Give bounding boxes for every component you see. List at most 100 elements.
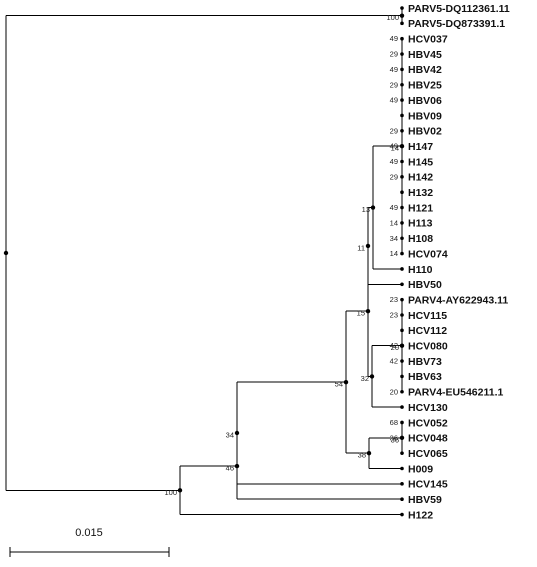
leaf-label: PARV5-DQ873391.1 [408,18,505,30]
support-value: 42 [390,341,398,350]
leaf-label: H147 [408,141,433,153]
tree-support-values: 1001004634541511131449294929492949492949… [164,13,399,497]
support-value: 49 [390,157,398,166]
support-value: 38 [358,451,366,460]
leaf-label: H132 [408,187,433,199]
leaf-node [400,98,404,102]
leaf-node [400,205,404,210]
leaf-node [400,343,404,348]
leaf-node [400,190,404,194]
leaf-label: HCV130 [408,402,448,414]
leaf-node [400,159,404,164]
leaf-label: HBV59 [408,494,442,506]
leaf-label: H110 [408,264,433,276]
leaf-node [400,282,404,287]
leaf-node [400,482,404,486]
leaf-node [400,497,404,502]
leaf-label: HCV145 [408,479,448,491]
leaf-node [400,297,404,302]
support-value: 20 [391,343,399,352]
support-value: 32 [361,374,369,383]
leaf-node [400,67,404,72]
leaf-node [400,466,404,471]
internal-node [370,205,376,210]
leaf-label: HBV02 [408,126,442,138]
leaf-label: PARV4-EU546211.1 [408,387,504,399]
internal-node [369,374,375,379]
leaf-label: H113 [408,218,433,230]
leaf-label: HCV115 [408,310,447,322]
support-value: 49 [390,65,398,74]
leaf-label: HBV73 [408,356,442,368]
leaf-label: HCV037 [408,34,448,46]
internal-node [177,488,183,493]
leaf-node [400,313,404,317]
support-value: 13 [362,205,370,214]
leaf-node [400,374,404,379]
internal-node [234,463,240,469]
support-value: 11 [357,243,365,252]
leaf-label: HBV09 [408,110,442,122]
scale-bar-label: 0.015 [75,527,103,539]
leaf-node [400,451,404,455]
leaf-node [400,175,404,179]
leaf-label: H145 [408,156,433,168]
support-value: 15 [357,309,365,318]
leaf-node [400,221,404,225]
leaf-node [400,144,404,148]
tree-nodes [3,6,405,517]
leaf-node [400,21,404,26]
tree-branches [5,8,403,516]
leaf-label: H121 [408,202,433,214]
leaf-label: HBV42 [408,64,442,76]
leaf-label: HBV45 [408,49,442,61]
leaf-label: PARV5-DQ112361.11 [408,3,510,15]
support-value: 34 [226,431,234,440]
support-value: 29 [390,50,398,59]
leaf-label: HBV50 [408,279,442,291]
support-value: 20 [390,387,398,396]
leaf-label: HBV25 [408,80,442,92]
support-value: 14 [391,144,399,153]
leaf-node [400,420,404,425]
support-value: 49 [390,34,398,43]
scale-bar: 0.015 [9,527,170,557]
support-value: 49 [390,96,398,105]
support-value: 42 [390,357,398,366]
leaf-node [400,52,404,56]
support-value: 29 [390,80,398,89]
support-value: 29 [390,126,398,135]
leaf-node [400,113,404,118]
support-value: 34 [390,234,398,243]
support-value: 46 [226,464,234,473]
support-value: 36 [390,433,398,442]
leaf-label: H122 [408,509,433,521]
leaf-label: HBV63 [408,371,442,383]
support-value: 14 [390,249,398,258]
leaf-node [400,236,404,241]
leaf-label: HCV112 [408,325,447,337]
internal-node [365,308,371,314]
leaf-label: HCV048 [408,433,448,445]
leaf-label: HCV052 [408,417,448,429]
support-value: 49 [390,142,398,151]
support-value: 54 [335,380,343,389]
internal-node [234,430,240,436]
support-value: 23 [390,311,398,320]
leaf-node [400,359,404,363]
leaf-node [400,512,404,517]
leaf-label: H108 [408,233,433,245]
internal-node [365,243,371,249]
internal-node [399,13,405,18]
support-value: 23 [390,295,398,304]
support-value: 14 [390,218,398,227]
leaf-node [400,129,404,133]
internal-node [3,250,9,256]
leaf-label: HBV06 [408,95,442,107]
support-value: 100 [386,13,399,22]
leaf-node [400,82,404,87]
leaf-node [400,328,404,333]
support-value: 36 [391,435,399,444]
leaf-node [400,405,404,409]
